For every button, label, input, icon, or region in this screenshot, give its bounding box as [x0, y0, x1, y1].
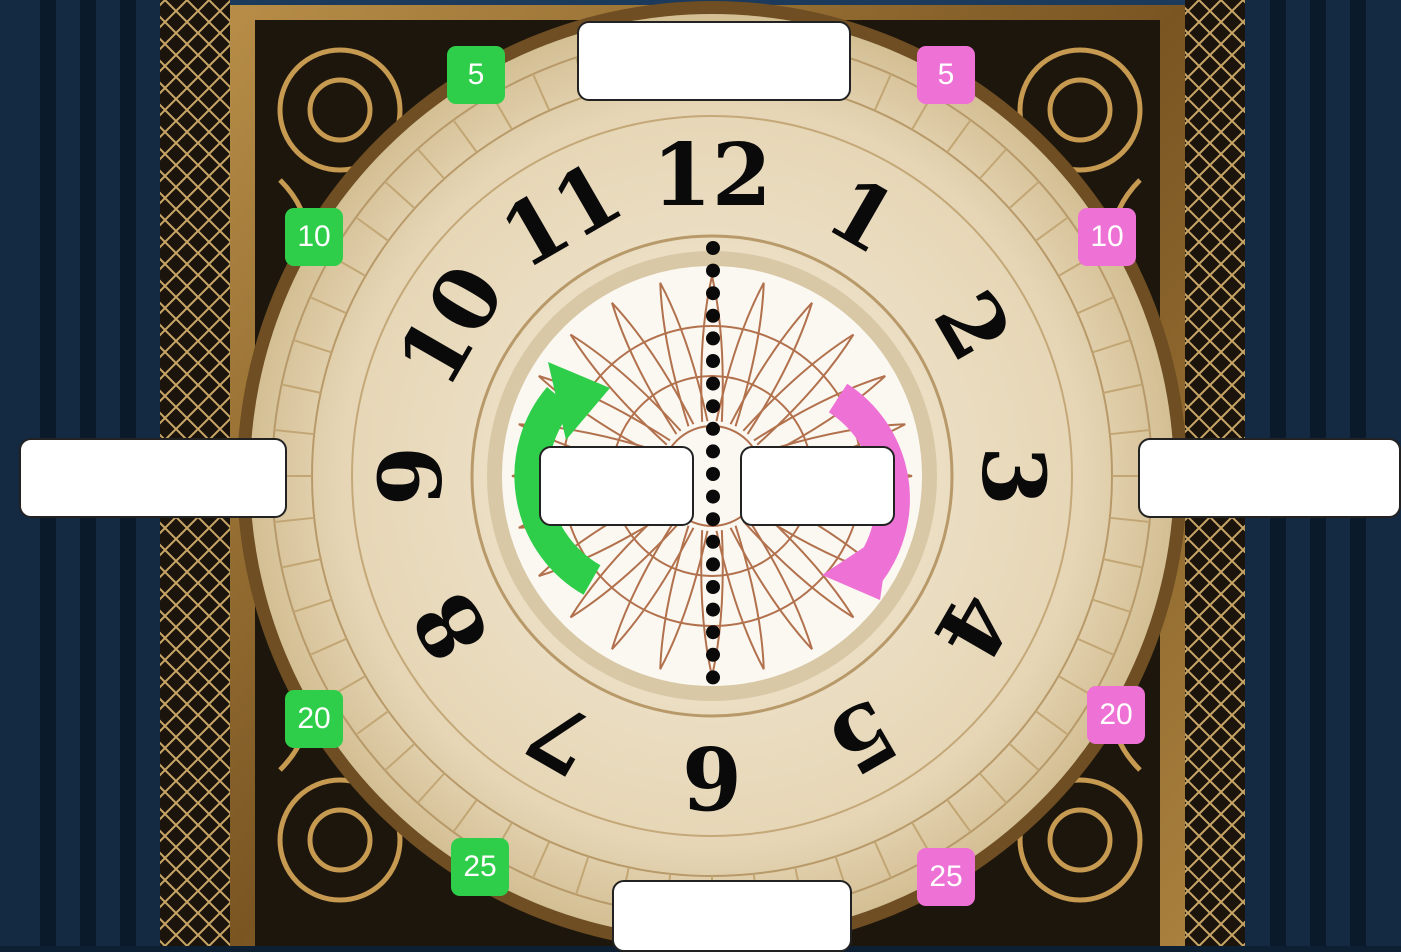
clock-numeral: 9 [369, 446, 455, 506]
past-5-badge: 5 [447, 46, 505, 104]
to-10-badge: 10 [1078, 208, 1136, 266]
clock-numeral: 3 [969, 446, 1055, 506]
answer-box-top[interactable] [577, 21, 851, 101]
answer-box-right[interactable] [1138, 438, 1401, 518]
to-5-badge: 5 [917, 46, 975, 104]
answer-box-bottom[interactable] [612, 880, 852, 952]
past-10-badge: 10 [285, 208, 343, 266]
answer-box-center-right[interactable] [740, 446, 895, 526]
answer-box-left[interactable] [19, 438, 287, 518]
past-25-badge: 25 [451, 838, 509, 896]
clock-numeral: 6 [682, 733, 742, 819]
answer-box-center-left[interactable] [539, 446, 694, 526]
to-25-badge: 25 [917, 848, 975, 906]
past-20-badge: 20 [285, 690, 343, 748]
clock-numeral: 12 [652, 133, 772, 219]
to-20-badge: 20 [1087, 686, 1145, 744]
